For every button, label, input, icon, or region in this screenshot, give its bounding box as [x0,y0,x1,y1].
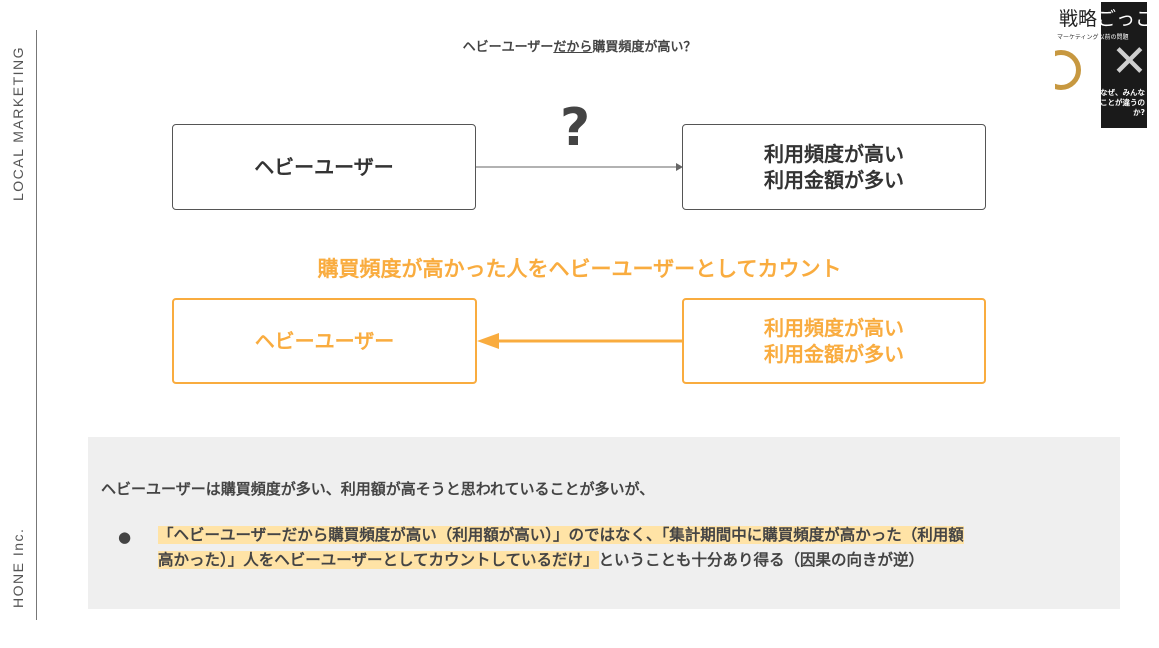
heavy-user-box-orange: ヘビーユーザー [172,298,477,384]
book-cover-right [1101,2,1147,128]
heavy-user-box: ヘビーユーザー [172,124,476,210]
causal-heading: 購買頻度が高かった人をヘビーユーザーとしてカウント [317,257,842,281]
usage-metrics-box-orange: 利用頻度が高い 利用金額が多い [682,298,986,384]
question-mark-icon: ? [560,98,591,158]
note-intro: ヘビーユーザーは購買頻度が多い、利用額が高そうと思われていることが多いが、 [101,480,655,498]
slide-title: ヘビーユーザーだから購買頻度が高い？ [0,36,1159,55]
highlight-line-2: 高かった）」人をヘビーユーザーとしてカウントしているだけ」 [158,551,599,569]
usage-metrics-box: 利用頻度が高い 利用金額が多い [682,124,986,210]
title-prefix: ヘビーユーザー [462,40,554,55]
cross-mark-icon: ✕ [1111,36,1147,87]
company-vertical-label: HONE Inc. [10,527,26,608]
book-cover-image: 戦略ごっこ マーケティング以前の問題 ✕ なぜ、みんな 言ってることが違うのか? [1055,2,1147,128]
brand-vertical-label: LOCAL MARKETING [10,45,26,201]
sidebar-divider [36,30,37,620]
note-panel [88,437,1120,609]
highlight-line-1: 「ヘビーユーザーだから購買頻度が高い（利用額が高い）」のではなく、「集計期間中に… [158,526,964,544]
circle-mark-icon [1055,50,1081,90]
book-tagline: なぜ、みんな 言ってることが違うのか? [1070,88,1145,117]
note-bullet-text: 「ヘビーユーザーだから購買頻度が高い（利用額が高い）」のではなく、「集計期間中に… [158,523,1103,573]
book-title: 戦略ごっこ [1059,8,1147,30]
bullet-icon: ● [118,528,132,546]
title-underlined: だから [553,40,593,55]
note-rest: ということも十分あり得る（因果の向きが逆） [598,551,925,569]
left-arrow [477,333,683,349]
book-subtitle: マーケティング以前の問題 [1057,34,1129,41]
right-arrow [476,163,683,171]
title-suffix: 購買頻度が高い？ [592,40,697,55]
